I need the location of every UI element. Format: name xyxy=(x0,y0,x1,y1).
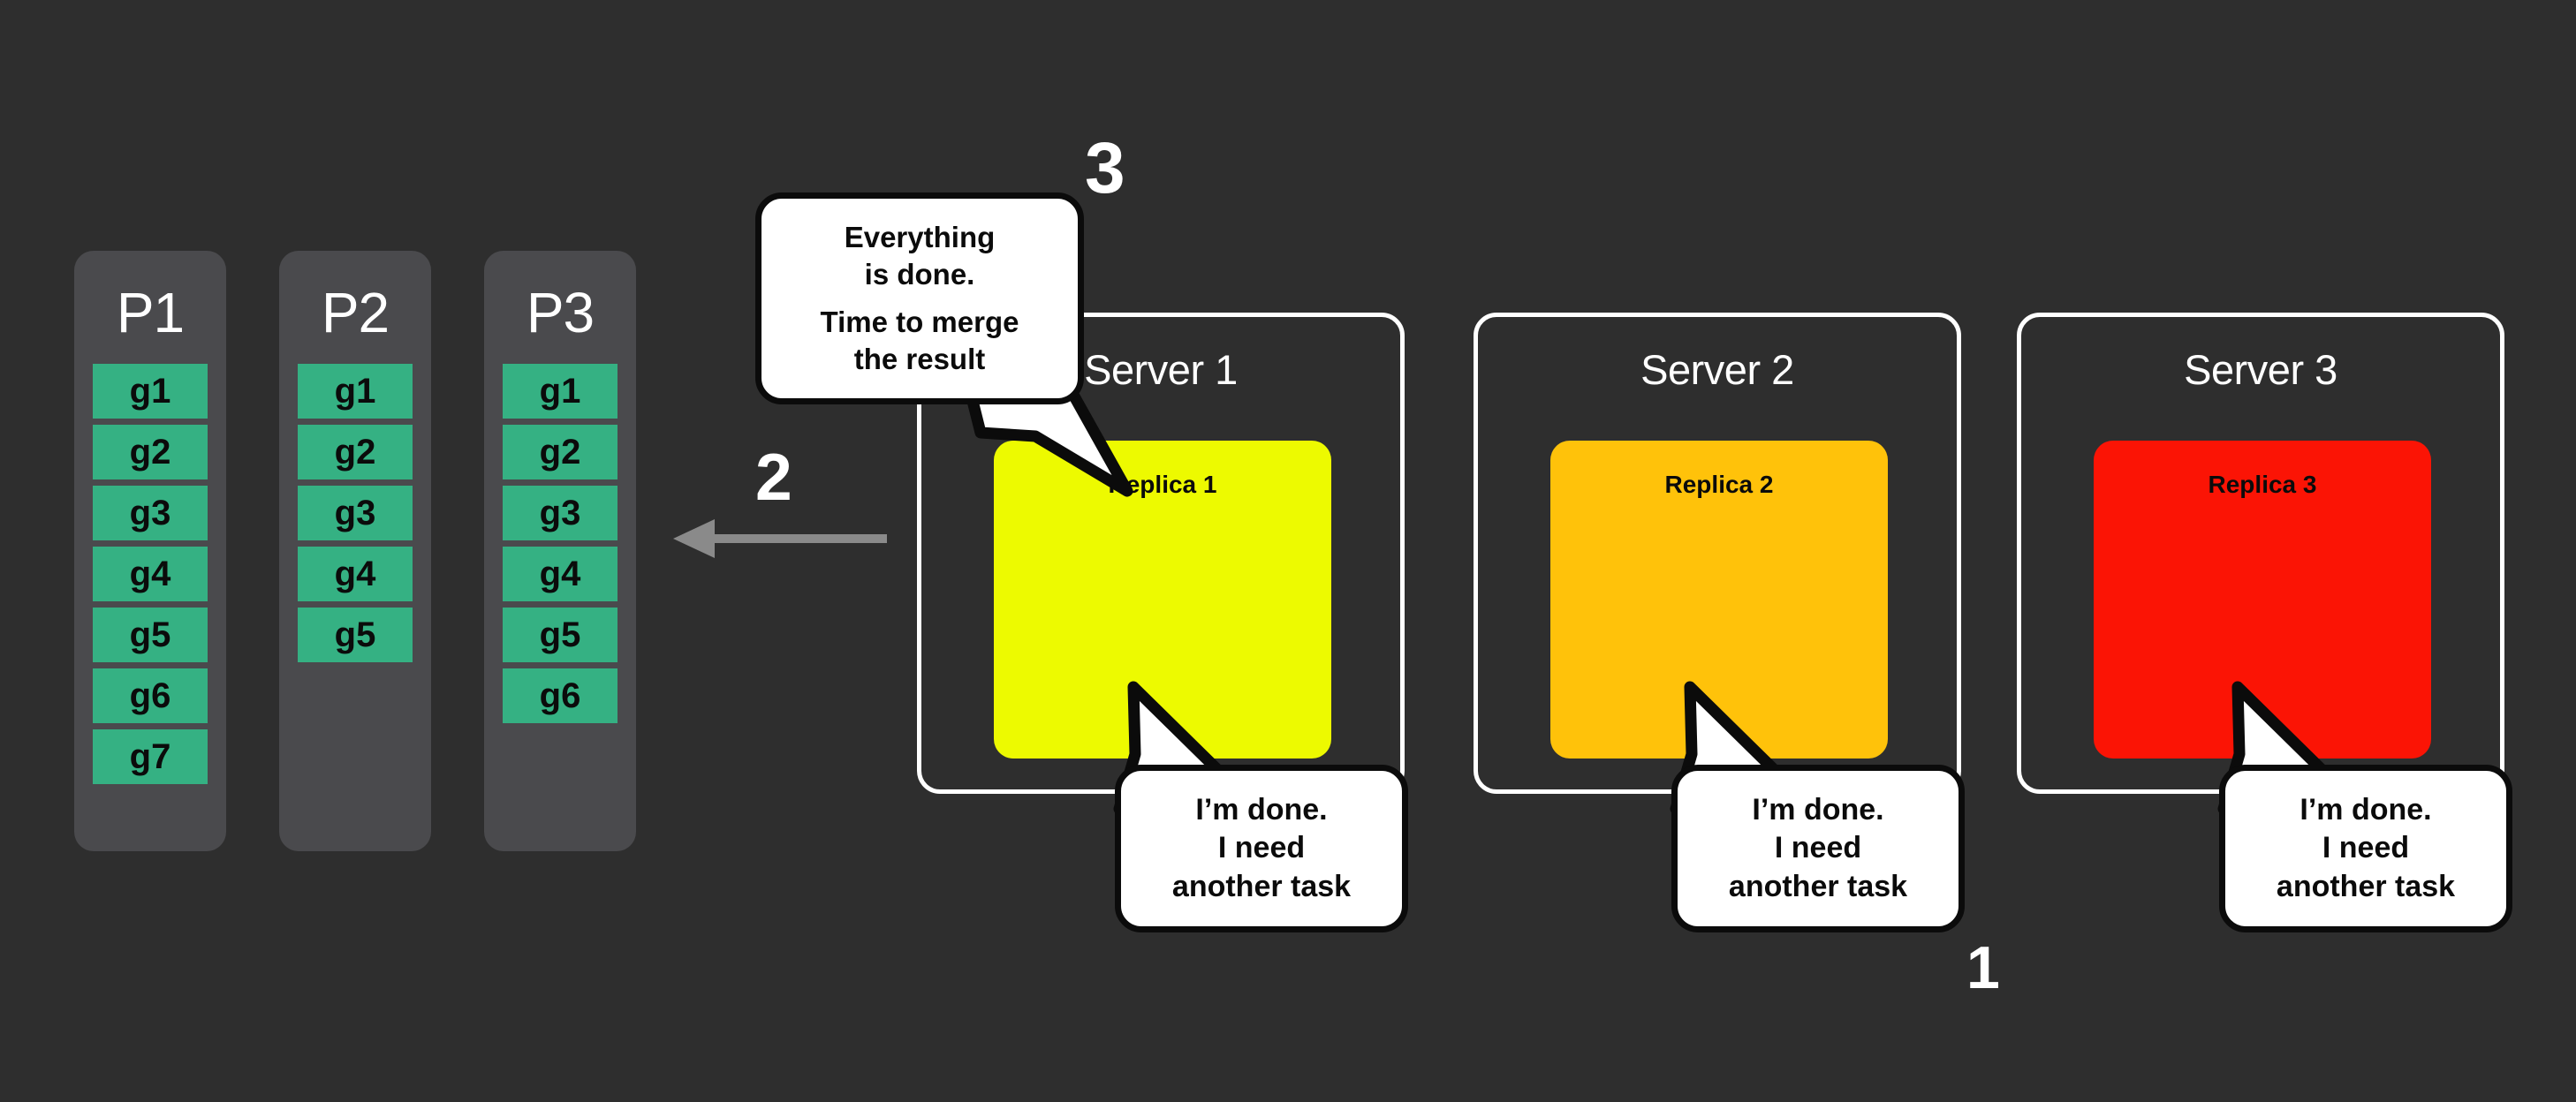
bubble-line: another task xyxy=(1171,869,1352,903)
server-box-2: Server 2 Replica 2 xyxy=(1474,313,1961,794)
chunk-block: g5 xyxy=(298,608,413,662)
server-box-3: Server 3 Replica 3 xyxy=(2017,313,2504,794)
chunk-block: g3 xyxy=(503,486,617,540)
chunk-block: g1 xyxy=(93,364,208,419)
merge-arrow-left-icon xyxy=(673,519,887,558)
chunk-block: g2 xyxy=(503,425,617,479)
bubble-line: is done. xyxy=(864,257,975,291)
chunk-block: g6 xyxy=(503,668,617,723)
partition-title: P1 xyxy=(116,281,185,344)
replica-box-3: Replica 3 xyxy=(2094,441,2431,759)
server-title: Server 3 xyxy=(2184,346,2337,393)
chunk-stack: g1 g2 g3 g4 g5 g6 g7 xyxy=(74,364,226,784)
bubble-line: I need xyxy=(2322,831,2410,865)
chunk-block: g4 xyxy=(503,547,617,601)
replica-label: Replica 1 xyxy=(1108,471,1217,498)
bubble-line: the result xyxy=(853,343,986,376)
partition-column-p3: P3 g1 g2 g3 g4 g5 g6 xyxy=(484,251,636,851)
bubble-line: another task xyxy=(1728,869,1908,903)
bubble-line: Time to merge xyxy=(820,306,1019,338)
step-number-2: 2 xyxy=(755,440,792,514)
step-number-1: 1 xyxy=(1966,934,2000,1001)
chunk-block: g6 xyxy=(93,668,208,723)
speech-bubble-done-3: I’m done. I need another task xyxy=(2219,765,2512,932)
bubble-line: I need xyxy=(1774,831,1862,865)
chunk-block: g4 xyxy=(93,547,208,601)
partition-title: P3 xyxy=(526,281,595,344)
chunk-block: g2 xyxy=(298,425,413,479)
bubble-line: Everything xyxy=(844,220,996,253)
step-number-3: 3 xyxy=(1085,128,1125,208)
replica-label: Replica 3 xyxy=(2208,471,2317,498)
server-title: Server 2 xyxy=(1640,346,1794,393)
bubble-line: I’m done. xyxy=(2299,792,2432,826)
chunk-stack: g1 g2 g3 g4 g5 g6 xyxy=(484,364,636,723)
chunk-block: g7 xyxy=(93,729,208,784)
chunk-block: g2 xyxy=(93,425,208,479)
partition-column-p2: P2 g1 g2 g3 g4 g5 xyxy=(279,251,431,851)
chunk-block: g1 xyxy=(503,364,617,419)
chunk-block: g1 xyxy=(298,364,413,419)
bubble-line: I’m done. xyxy=(1752,792,1884,826)
speech-bubble-done-2: I’m done. I need another task xyxy=(1671,765,1965,932)
speech-bubble-done-1: I’m done. I need another task xyxy=(1115,765,1408,932)
replica-label: Replica 2 xyxy=(1664,471,1774,498)
partition-title: P2 xyxy=(321,281,390,344)
bubble-line: I need xyxy=(1217,831,1306,865)
bubble-line: I’m done. xyxy=(1195,792,1328,826)
chunk-block: g4 xyxy=(298,547,413,601)
replica-box-2: Replica 2 xyxy=(1550,441,1888,759)
chunk-block: g5 xyxy=(93,608,208,662)
chunk-block: g5 xyxy=(503,608,617,662)
chunk-stack: g1 g2 g3 g4 g5 xyxy=(279,364,431,662)
speech-bubble-merge: Everything is done. Time to merge the re… xyxy=(755,192,1084,404)
bubble-line: another task xyxy=(2276,869,2456,903)
chunk-block: g3 xyxy=(93,486,208,540)
replica-box-1: Replica 1 xyxy=(994,441,1331,759)
partition-column-p1: P1 g1 g2 g3 g4 g5 g6 g7 xyxy=(74,251,226,851)
chunk-block: g3 xyxy=(298,486,413,540)
